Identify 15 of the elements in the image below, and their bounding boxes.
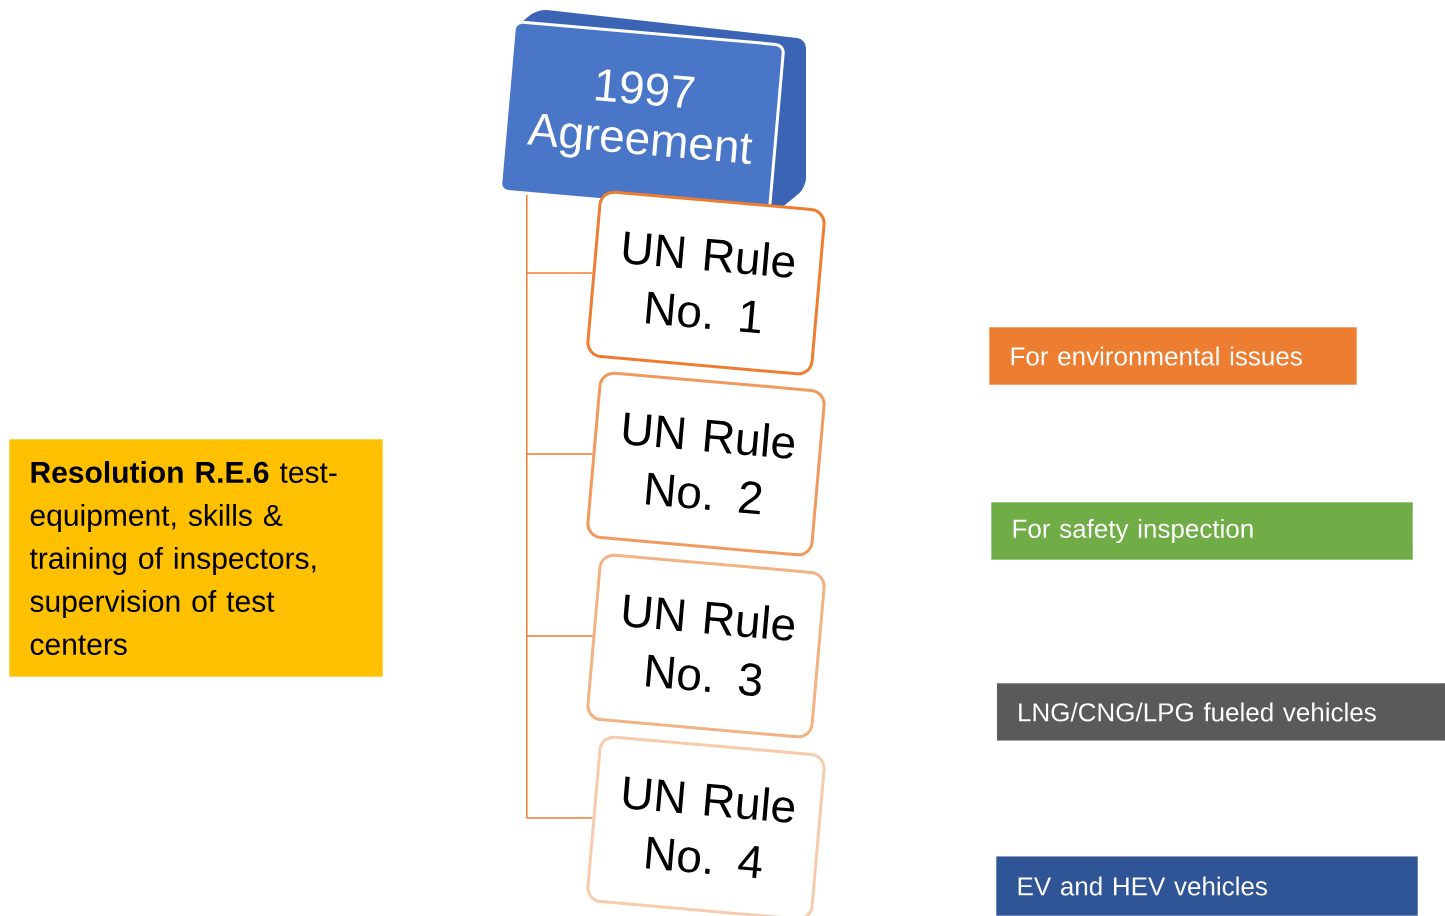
rule-box: UN Rule No. 3	[586, 553, 826, 739]
category-bar: LNG/CNG/LPG fueled vehicles	[996, 683, 1445, 741]
connector-line	[526, 272, 594, 274]
note-box: Resolution R.E.6 test-equipment, skills & training of inspectors, supervision of test centers	[9, 439, 383, 677]
agreement-box: 1997 Agreement	[499, 20, 785, 216]
category-bar: For environmental issues	[989, 327, 1357, 385]
rule-box: UN Rule No. 2	[586, 371, 826, 557]
connector-line	[526, 194, 528, 819]
category-bar: For safety inspection	[991, 502, 1413, 560]
rule-box: UN Rule No. 4	[586, 735, 826, 916]
category-bar: EV and HEV vehicles	[996, 856, 1418, 916]
connector-line	[526, 817, 594, 819]
connector-line	[526, 453, 594, 455]
connector-line	[526, 635, 594, 637]
rule-box: UN Rule No. 1	[586, 190, 826, 376]
